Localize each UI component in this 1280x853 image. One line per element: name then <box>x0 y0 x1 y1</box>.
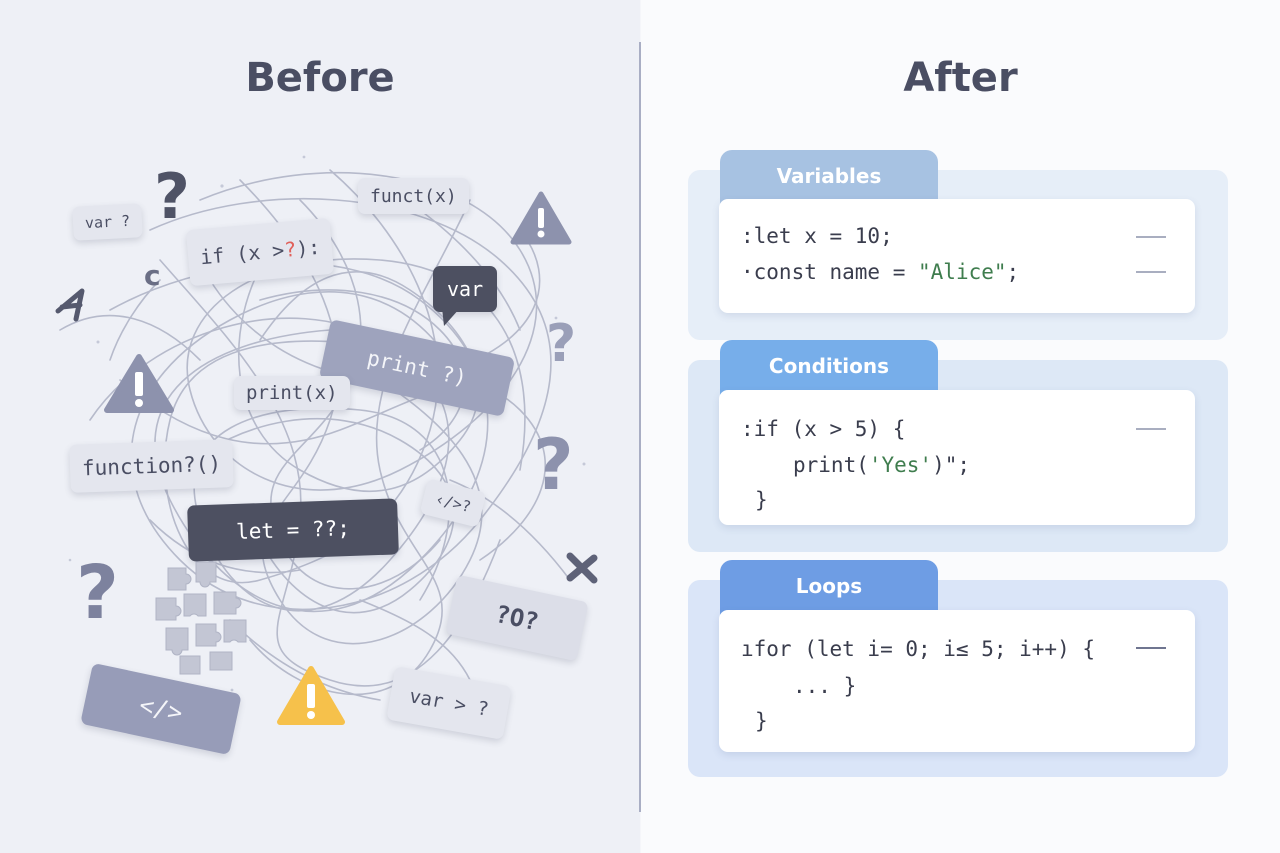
code-chip-function-question: function?() <box>69 439 234 493</box>
code-card-variables: :let x = 10; ·const name = "Alice"; <box>719 199 1195 313</box>
after-title: After <box>903 55 1018 101</box>
if-x-prefix: if (x > <box>199 237 286 270</box>
tab-loops: Loops <box>720 560 938 616</box>
code-token: ·const name = <box>741 260 919 284</box>
line-marker <box>1136 271 1166 273</box>
code-token: )"; <box>932 453 971 477</box>
code-card-loops: ıfor (let i= 0; i≤ 5; i++) { ... } } <box>719 610 1195 752</box>
speech-bubble-tail <box>442 308 460 326</box>
question-mark-icon: ? <box>76 550 119 636</box>
code-string: "Alice" <box>918 260 1007 284</box>
line-marker <box>1136 236 1166 238</box>
code-chip-funct-x: funct(x) <box>358 178 469 214</box>
code-line: :if (x > 5) { <box>741 417 906 441</box>
tab-variables: Variables <box>720 150 938 206</box>
bracket-tag-icon: </> <box>136 690 186 728</box>
code-token: ; <box>1006 260 1020 284</box>
code-chip-print-x: print(x) <box>234 376 350 410</box>
cross-icon <box>566 552 598 584</box>
warning-icon <box>510 191 572 245</box>
code-line: } <box>755 709 768 733</box>
arrow-glyph-icon <box>55 288 85 322</box>
warning-icon <box>277 666 345 725</box>
code-chip-var-question: var ? <box>72 203 143 241</box>
code-string: 'Yes' <box>868 453 933 477</box>
code-line: ıfor (let i= 0; i≤ 5; i++) { <box>741 637 1096 661</box>
code-token: print( <box>793 453 869 477</box>
code-line: ·const name = "Alice"; <box>741 260 1019 284</box>
warning-icon <box>104 354 174 413</box>
code-line: print('Yes')"; <box>793 453 970 477</box>
panel-divider <box>639 42 641 812</box>
line-marker <box>1136 647 1166 649</box>
puzzle-pieces-icon <box>155 561 247 675</box>
line-marker <box>1136 428 1166 430</box>
code-line: } <box>755 488 768 512</box>
speech-bubble-var: var <box>433 266 498 312</box>
code-card-conditions: :if (x > 5) { print('Yes')"; } <box>719 390 1195 525</box>
question-mark-icon: ? <box>154 160 190 233</box>
if-x-suffix: ): <box>295 234 322 261</box>
hook-mark-icon: c <box>144 259 161 292</box>
code-line: ... } <box>793 674 857 698</box>
code-chip-let-question: let = ??; <box>187 498 399 562</box>
code-line: :let x = 10; <box>741 224 893 248</box>
tab-conditions: Conditions <box>720 340 938 396</box>
question-mark-icon: ? <box>533 424 574 506</box>
before-title: Before <box>245 55 395 101</box>
question-mark-icon: ? <box>546 314 577 374</box>
